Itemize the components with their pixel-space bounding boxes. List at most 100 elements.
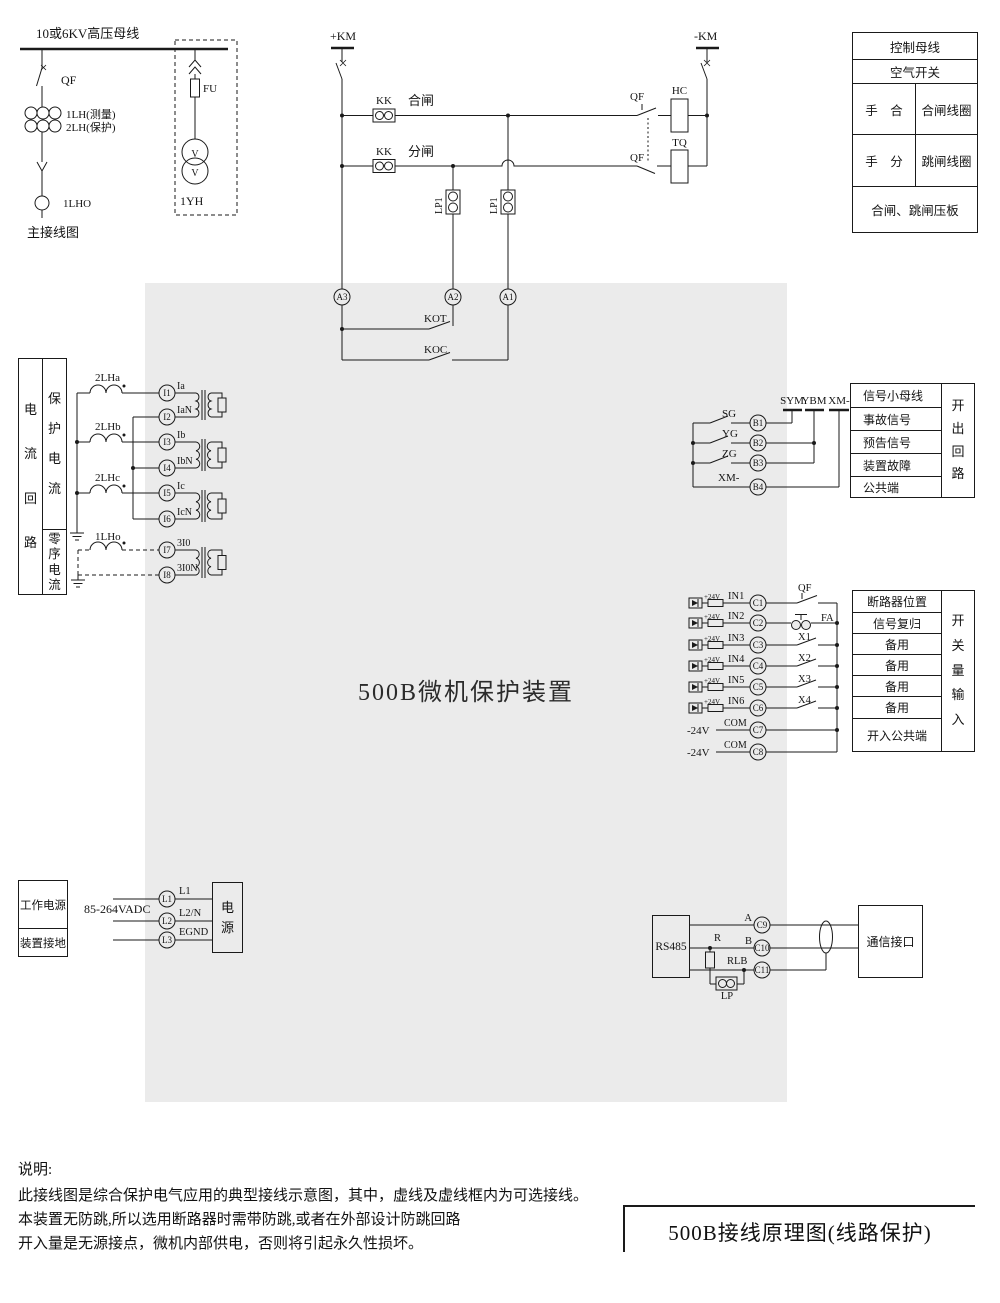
legend-row-air-switch: 空气开关 <box>853 59 977 83</box>
pos-bus-label: +KM <box>330 29 356 43</box>
qf-switch-icon <box>36 67 43 87</box>
svg-text:YG: YG <box>722 428 738 440</box>
input-side-cell: 开关量输入 <box>941 591 974 751</box>
svg-text:I1: I1 <box>163 388 171 398</box>
input-row: 断路器位置 <box>866 595 927 609</box>
svg-text:EGND: EGND <box>179 927 209 938</box>
ct-protect-icon <box>24 119 38 133</box>
input-row: 信号复归 <box>853 612 941 633</box>
lp1-close-label: LP1 <box>489 197 500 214</box>
km-switch-icon <box>335 62 343 80</box>
svg-text:C10: C10 <box>754 943 770 953</box>
kk-trip-label: KK <box>376 146 392 158</box>
power-ground-cell: 装置接地 <box>19 928 67 956</box>
svg-text:+24V: +24V <box>704 698 720 706</box>
vt-winding-icon <box>181 138 209 166</box>
svg-text:I4: I4 <box>163 463 171 473</box>
qf-aux-close-icon <box>636 104 657 116</box>
sym-label: SYM <box>780 395 804 407</box>
signal-row: 公共端 <box>851 476 941 497</box>
svg-text:FA: FA <box>821 613 834 624</box>
ct-2lhb-label: 2LHb <box>95 421 121 433</box>
notes-line-3: 开入量是无源接点，微机内部供电，否则将引起永久性损坏。 <box>18 1236 424 1252</box>
comm-circuit: A B R RLB LP C9 C10 C11 <box>690 913 858 1002</box>
main-caption: 主接线图 <box>27 225 79 240</box>
xm-label: XM- <box>828 395 850 407</box>
protect-current-cell: 保护电流 <box>47 391 61 496</box>
svg-text:C11: C11 <box>755 965 770 975</box>
sg-contact-icon <box>709 415 729 424</box>
legend-trip-coil: 跳闸线圈 <box>915 135 977 186</box>
close-coil-label: HC <box>672 85 687 97</box>
signal-table: 信号小母线 事故信号 预告信号 装置故障 公共端 开出回路 <box>850 383 975 498</box>
ct-coil-2lhb-icon <box>89 433 123 443</box>
koc-contact-icon <box>428 352 451 361</box>
ct-zero-label: 1LHO <box>63 198 91 210</box>
input-common-1: -24V COM C7 <box>687 718 837 739</box>
svg-text:XM-: XM- <box>718 472 740 484</box>
notes-heading: 说明: <box>18 1162 53 1178</box>
svg-text:B3: B3 <box>753 458 764 468</box>
svg-text:I3: I3 <box>163 437 171 447</box>
close-coil-icon <box>670 98 689 133</box>
signal-circuit: SG YG ZG XM- B1 B2 B3 B4 SYM YBM XM- <box>691 395 850 496</box>
input-channel-5: +24V IN5 C5 X3 <box>688 674 837 696</box>
legend-manual-trip: 手 分 <box>865 155 903 169</box>
ct-coil-2lha-icon <box>89 384 123 394</box>
fuse-icon <box>707 662 724 670</box>
notes-line-1: 此接线图是综合保护电气应用的典型接线示意图，其中，虚线及虚线框内为可选接线。 <box>18 1188 589 1204</box>
svg-text:B1: B1 <box>753 418 764 428</box>
ct-protect-label: 2LH(保护) <box>66 120 116 134</box>
signal-row: 信号小母线 <box>863 389 924 403</box>
cable-icon <box>819 920 833 954</box>
input-channel-2: +24V IN2 C2 FA <box>688 611 837 632</box>
disconnect-chevron-icon <box>188 59 202 75</box>
svg-text:C9: C9 <box>757 920 768 930</box>
input-channel-4: +24V IN4 C4 X2 <box>688 653 837 675</box>
svg-text:I2: I2 <box>163 412 171 422</box>
svg-text:I6: I6 <box>163 514 171 524</box>
current-circuit: 2LHa 2LHb 2LHc 1LHo I1 Ia <box>70 372 227 588</box>
svg-text:COM: COM <box>724 718 747 729</box>
close-label: 合闸 <box>408 93 434 108</box>
svg-text:IN3: IN3 <box>728 633 744 644</box>
feeder-arrow-icon <box>36 161 48 173</box>
svg-text:IN6: IN6 <box>728 696 744 707</box>
ct-1lho-label: 1LHo <box>95 531 121 543</box>
comm-interface-box: 通信接口 <box>858 905 923 978</box>
current-table: 电流回路 保护电流 零序电流 <box>18 358 67 595</box>
vt-v1: V <box>191 149 199 160</box>
input-row: 备用 <box>853 675 941 696</box>
fuse-label: FU <box>203 83 217 95</box>
svg-text:C8: C8 <box>753 747 764 757</box>
terminal-l3 <box>158 931 176 949</box>
ct-2lha-label: 2LHa <box>95 372 120 384</box>
svg-text:-24V: -24V <box>687 725 710 737</box>
svg-text:A2: A2 <box>448 292 459 302</box>
input-row: 备用 <box>853 696 941 718</box>
svg-text:3I0N: 3I0N <box>177 563 198 574</box>
line-b-label: B <box>745 936 752 947</box>
device-box <box>145 283 787 1102</box>
svg-text:X3: X3 <box>798 674 811 685</box>
power-source-cell: 工作电源 <box>20 899 66 912</box>
svg-text:IN4: IN4 <box>728 654 745 665</box>
svg-text:COM: COM <box>724 740 747 751</box>
svg-text:+24V: +24V <box>704 635 720 643</box>
legend-manual-close: 手 合 <box>865 103 903 118</box>
km-switch-icon2 <box>700 62 708 80</box>
svg-text:L3: L3 <box>162 935 172 945</box>
svg-text:-24V: -24V <box>687 747 710 759</box>
yg-contact-icon <box>709 435 729 444</box>
qf-aux-trip-icon <box>636 165 656 174</box>
kot-label: KOT <box>424 313 447 325</box>
vt-v2: V <box>191 168 199 179</box>
main-circuit: 10或6KV高压母线 QF 1LH(测量) 2LH(保护) 1LHO 主接线图 … <box>20 26 238 240</box>
svg-text:+24V: +24V <box>704 613 720 621</box>
svg-text:A3: A3 <box>337 292 348 302</box>
svg-text:X4: X4 <box>798 695 812 706</box>
control-legend-table: 控制母线 空气开关 手 合 合闸线圈 手 分 跳闸线圈 合闸、跳闸压板 <box>852 32 978 233</box>
svg-text:+24V: +24V <box>704 677 720 685</box>
terminating-resistor-icon <box>705 951 715 969</box>
